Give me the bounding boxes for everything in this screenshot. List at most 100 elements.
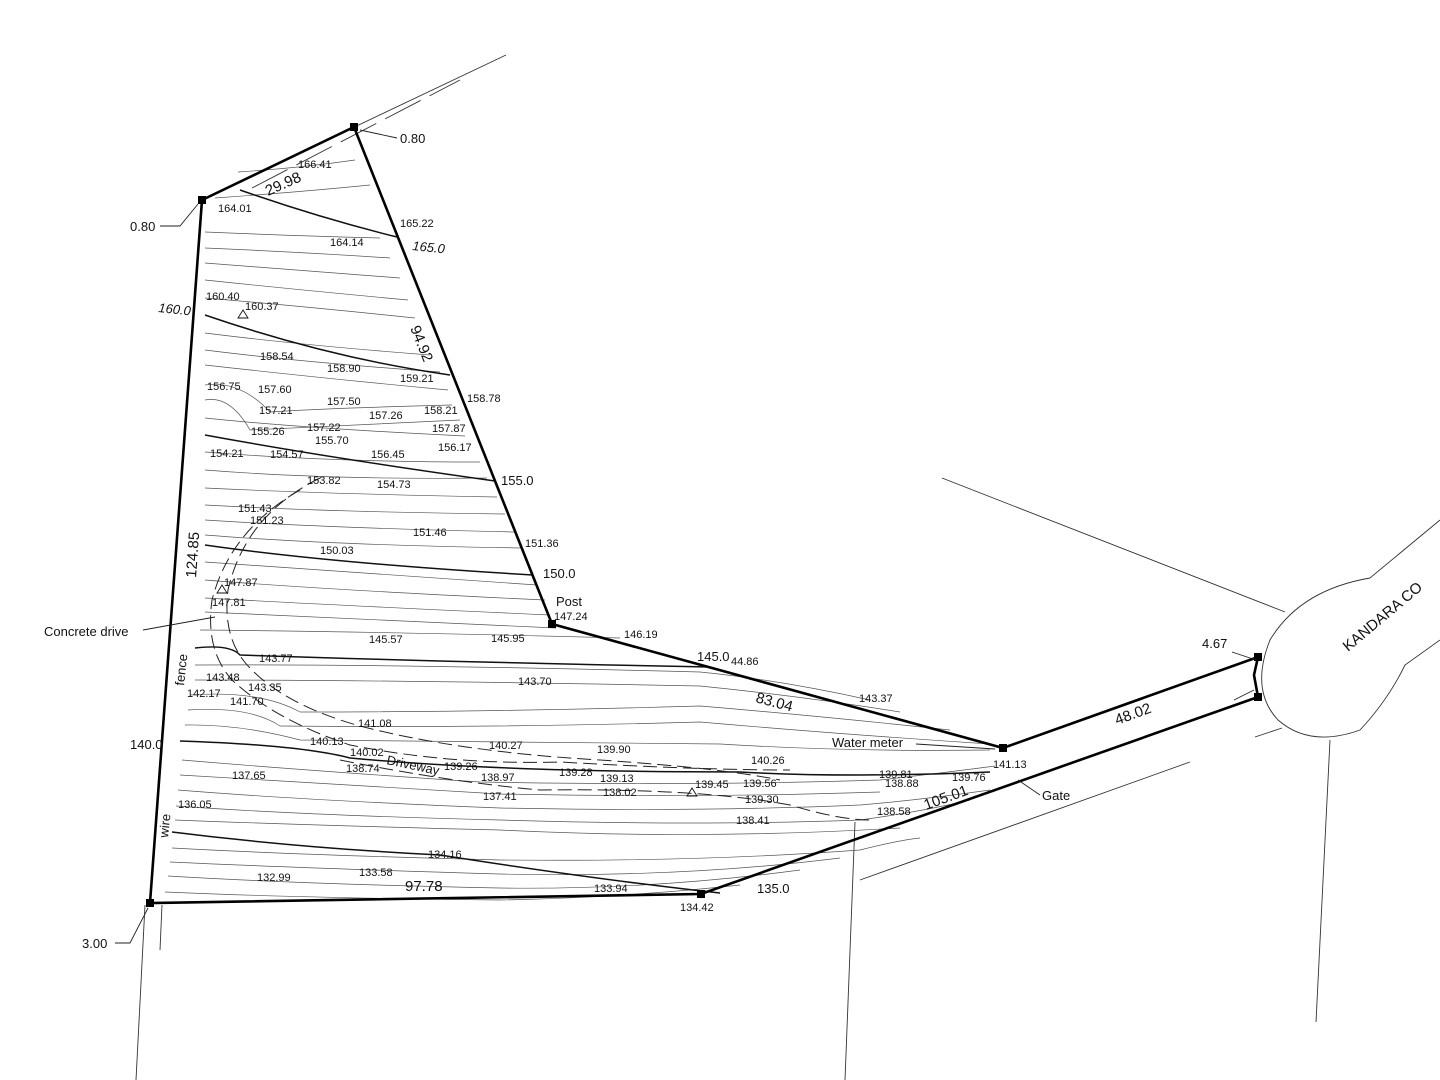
spot-height: 136.05 — [178, 799, 212, 811]
spot-height: 139.56 — [743, 778, 777, 790]
spot-height: 156.17 — [438, 442, 472, 454]
wire-label: wire — [156, 813, 174, 839]
spot-height: 139.90 — [597, 744, 631, 756]
spot-height: 151.46 — [413, 527, 447, 539]
driveway-edges — [210, 477, 871, 821]
spot-height: 147.81 — [212, 597, 246, 609]
spot-height: 147.24 — [554, 611, 588, 623]
spot-height: 166.41 — [298, 159, 332, 171]
spot-height: 132.99 — [257, 872, 291, 884]
spot-height: 138.74 — [346, 763, 380, 775]
spot-height: 138.58 — [877, 806, 911, 818]
spot-height: 139.76 — [952, 772, 986, 784]
spot-height: 153.82 — [307, 475, 341, 487]
spot-height: 139.28 — [559, 767, 593, 779]
spot-height: 143.48 — [206, 672, 240, 684]
spot-height: 146.19 — [624, 629, 658, 641]
spot-height: 150.03 — [320, 545, 354, 557]
corner-marker — [1254, 693, 1262, 701]
driveway-label: Driveway — [385, 752, 441, 778]
spot-height: 158.21 — [424, 405, 458, 417]
spot-height: 139.30 — [745, 794, 779, 806]
spot-height: 157.22 — [307, 422, 341, 434]
boundary-length-west: 124.85 — [183, 531, 203, 578]
spot-heights: 166.41 164.01 165.22 164.14 160.40 160.3… — [178, 159, 1027, 914]
survey-triangles — [216, 309, 698, 797]
spot-height: 140.27 — [489, 740, 523, 752]
spot-height: 156.45 — [371, 449, 405, 461]
contour-label: 135.0 — [757, 881, 790, 896]
contour-label: 160.0 — [158, 300, 193, 318]
corner-marker — [697, 890, 705, 898]
boundary-length-top: 29.98 — [263, 169, 304, 200]
spot-height: 157.60 — [258, 384, 292, 396]
survey-triangle — [216, 584, 228, 594]
corner-marker — [1254, 653, 1262, 661]
spot-height: 155.70 — [315, 435, 349, 447]
major-contours — [171, 189, 991, 894]
spot-height: 158.78 — [467, 393, 501, 405]
spot-height: 143.77 — [259, 653, 293, 665]
spot-height: 141.08 — [358, 718, 392, 730]
spot-height: 143.70 — [518, 676, 552, 688]
contour-label: 140.0 — [130, 737, 163, 752]
spot-height: 139.13 — [600, 773, 634, 785]
corner-marker — [999, 744, 1007, 752]
leader-lines — [115, 129, 1257, 944]
spot-height: 139.81 — [879, 769, 913, 781]
minor-contours — [164, 159, 996, 901]
spot-height: 155.26 — [251, 426, 285, 438]
spot-height: 154.73 — [377, 479, 411, 491]
spot-height: 138.88 — [885, 778, 919, 790]
spot-height: 145.95 — [491, 633, 525, 645]
boundary-length-east: 94.92 — [406, 323, 436, 364]
spot-height: 137.65 — [232, 770, 266, 782]
spot-height: 138.02 — [603, 787, 637, 799]
corner-marker — [146, 899, 154, 907]
boundary-length-access-north: 48.02 — [1113, 700, 1154, 729]
gate-label: Gate — [1042, 788, 1070, 803]
contour-label: 155.0 — [501, 473, 534, 488]
context-lines — [135, 54, 1440, 1080]
spot-height: 134.42 — [680, 902, 714, 914]
spot-height: 160.37 — [245, 301, 279, 313]
spot-height: 151.23 — [250, 515, 284, 527]
corner-marker — [198, 196, 206, 204]
spot-height: 138.97 — [481, 772, 515, 784]
spot-height: 140.26 — [751, 755, 785, 767]
spot-height: 139.45 — [695, 779, 729, 791]
spot-height: 140.13 — [310, 736, 344, 748]
post-label: Post — [556, 594, 582, 609]
spot-height: 160.40 — [206, 291, 240, 303]
property-boundary — [146, 123, 1262, 907]
spot-height: 165.22 — [400, 218, 434, 230]
offset-label-left: 0.80 — [130, 219, 155, 234]
spot-height: 138.41 — [736, 815, 770, 827]
street-name-label: KANDARA CO — [1340, 579, 1426, 655]
spot-height: 157.87 — [432, 423, 466, 435]
spot-height: 157.50 — [327, 396, 361, 408]
spot-height: 140.02 — [350, 747, 384, 759]
boundary-length-south: 97.78 — [405, 878, 443, 895]
spot-height: 151.36 — [525, 538, 559, 550]
spot-height: 139.26 — [444, 761, 478, 773]
spot-height: 137.41 — [483, 791, 517, 803]
spot-height: 147.87 — [224, 577, 258, 589]
spot-height: 141.70 — [230, 696, 264, 708]
spot-height: 164.01 — [218, 203, 252, 215]
spot-height: 133.58 — [359, 867, 393, 879]
spot-height: 142.17 — [187, 688, 221, 700]
concrete-drive-label: Concrete drive — [44, 624, 129, 639]
spot-height: 157.26 — [369, 410, 403, 422]
spot-height: 154.21 — [210, 448, 244, 460]
offset-label-bottom-left: 3.00 — [82, 936, 107, 951]
survey-triangle — [686, 787, 698, 797]
spot-height: 156.75 — [207, 381, 241, 393]
boundary-length-middle: 83.04 — [754, 689, 795, 715]
water-meter-label: Water meter — [832, 735, 904, 750]
spot-height: 141.13 — [993, 759, 1027, 771]
spot-height: 157.21 — [259, 405, 293, 417]
contour-label: 165.0 — [412, 238, 447, 256]
corner-marker — [548, 620, 556, 628]
